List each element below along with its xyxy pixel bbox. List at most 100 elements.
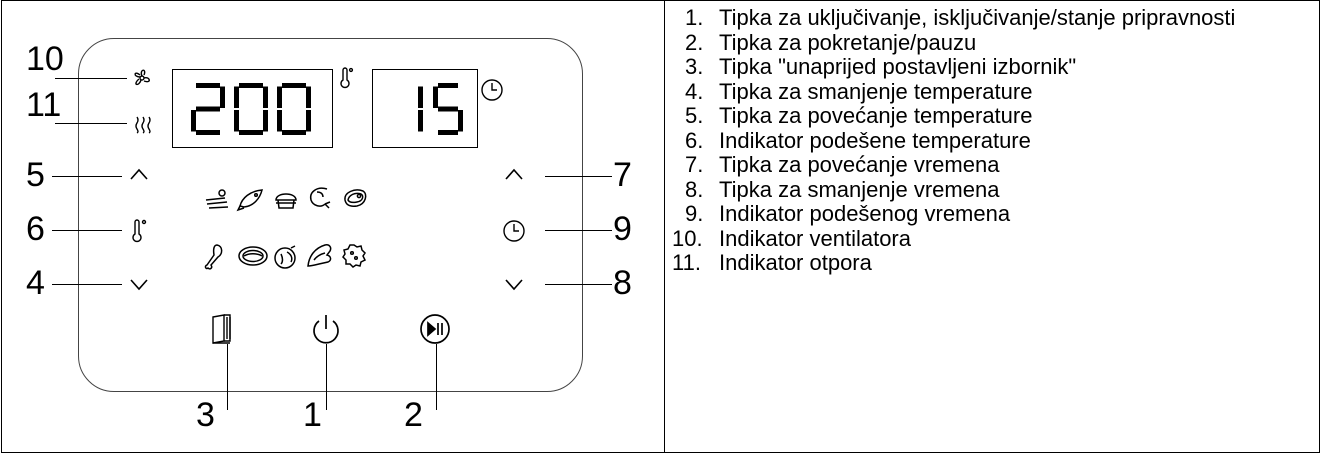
preset-fish-icon[interactable]	[236, 186, 266, 212]
leader-line-2	[436, 344, 437, 410]
clock-icon	[480, 78, 504, 102]
callout-8: 8	[613, 264, 632, 302]
digit-segment	[277, 110, 282, 132]
digit-segment	[418, 110, 423, 132]
callout-7: 7	[613, 156, 632, 194]
digit-segment	[239, 130, 263, 135]
callout-2: 2	[404, 396, 423, 434]
chevron-up-icon	[505, 168, 523, 180]
legend-number: 3.	[685, 54, 704, 79]
preset-chicken-wing-icon[interactable]	[305, 242, 335, 270]
fan-icon	[130, 66, 154, 90]
play-pause-icon	[420, 314, 450, 344]
leader-line-7	[545, 176, 612, 177]
digit-segment	[458, 110, 463, 132]
legend-number: 5.	[685, 103, 704, 128]
leader-line-9	[545, 230, 612, 231]
digit-segment	[196, 130, 220, 135]
leader-line-5	[52, 176, 122, 177]
temp-up-button[interactable]	[128, 166, 150, 182]
digit-segment	[191, 110, 196, 132]
book-menu-icon	[212, 314, 231, 344]
callout-10: 10	[26, 40, 64, 78]
preset-cookie-icon[interactable]	[341, 243, 367, 269]
thermometer-icon	[338, 67, 354, 89]
preset-cake-icon[interactable]	[273, 186, 299, 212]
time-up-button[interactable]	[503, 166, 525, 182]
legend-item-8: 8. Tipka za smanjenje vremena	[672, 176, 1314, 203]
leader-line-3	[227, 344, 228, 410]
digit-segment	[234, 110, 239, 132]
callout-1: 1	[303, 396, 322, 434]
control-panel-outline	[78, 38, 583, 392]
preset-menu-button[interactable]	[210, 313, 234, 345]
thermometer-icon	[132, 219, 147, 243]
leader-line-11	[55, 123, 127, 124]
legend-item-3: 3.Tipka "unaprijed postavljeni izbornik"	[672, 54, 1314, 80]
callout-5: 5	[26, 156, 45, 194]
legend-number: 6.	[685, 127, 704, 153]
legend-text: Indikator podešene temperature	[719, 127, 1031, 153]
legend-item-11: 11.Indikator otpora	[672, 250, 1314, 276]
digit-segment	[433, 86, 438, 108]
legend-text: Indikator ventilatora	[719, 225, 911, 251]
legend-item-7: 7.Tipka za povećanje vremena	[672, 152, 1314, 178]
preset-fries-icon[interactable]	[203, 188, 231, 212]
legend-text: Tipka za smanjenje vremena	[719, 176, 1000, 202]
digit-segment	[282, 130, 306, 135]
callout-9: 9	[613, 210, 632, 248]
legend-text: Tipka za uključivanje, isključivanje/sta…	[719, 5, 1236, 30]
digit-segment	[234, 86, 239, 108]
legend-item-4: 4. Tipka za smanjenje temperature	[672, 78, 1314, 105]
legend-number: 4.	[685, 78, 704, 104]
digit-segment	[239, 83, 263, 88]
digit-segment	[263, 86, 268, 108]
temperature-digits	[191, 83, 311, 135]
power-button[interactable]	[309, 312, 343, 346]
legend-text: Indikator otpora	[719, 250, 872, 275]
legend-item-6: 6. Indikator podešene temperature	[672, 127, 1314, 154]
callout-6: 6	[26, 210, 45, 248]
start-pause-button[interactable]	[418, 312, 452, 346]
legend-list: 1.Tipka za uključivanje, isključivanje/s…	[672, 5, 1314, 276]
preset-steak-icon[interactable]	[341, 186, 369, 210]
legend-number: 9.	[685, 201, 704, 226]
power-icon	[313, 315, 339, 344]
temperature-display	[172, 69, 333, 148]
temp-down-button[interactable]	[128, 277, 150, 293]
legend-item-1: 1.Tipka za uključivanje, isključivanje/s…	[672, 5, 1314, 31]
leader-line-10	[55, 78, 127, 79]
legend-text: Tipka za povećanje temperature	[719, 103, 1033, 128]
legend-number: 7.	[685, 152, 704, 177]
preset-shrimp-icon[interactable]	[305, 184, 333, 212]
digit-segment	[263, 110, 268, 132]
heating-element-icon	[133, 114, 153, 134]
clock-icon	[503, 220, 525, 242]
preset-pizza-icon[interactable]	[237, 244, 269, 268]
time-down-button[interactable]	[503, 277, 525, 293]
legend-text: Indikator podešenog vremena	[719, 201, 1011, 226]
callout-11: 11	[26, 86, 62, 124]
leader-line-8	[545, 284, 612, 285]
chevron-down-icon	[130, 279, 148, 291]
legend-item-10: 10.Indikator ventilatora	[672, 225, 1314, 252]
legend-number: 8.	[685, 176, 704, 202]
preset-vegetables-icon[interactable]	[273, 244, 301, 270]
digit-segment	[282, 83, 306, 88]
set-time-indicator	[502, 219, 526, 243]
digit-segment	[438, 83, 458, 88]
digit-segment	[306, 110, 311, 132]
preset-drumstick-icon[interactable]	[203, 242, 227, 272]
callout-3: 3	[196, 396, 215, 434]
digit-segment	[277, 86, 282, 108]
digit-segment	[438, 130, 458, 135]
digit-segment	[196, 106, 220, 112]
digit-segment	[220, 86, 225, 108]
digit-segment	[196, 83, 220, 88]
digit-segment	[438, 106, 458, 112]
legend-item-9: 9. Indikator podešenog vremena	[672, 201, 1314, 227]
time-digits	[418, 83, 463, 135]
legend-text: Tipka za smanjenje temperature	[719, 78, 1033, 104]
table-divider	[664, 0, 665, 453]
time-display	[372, 69, 478, 148]
